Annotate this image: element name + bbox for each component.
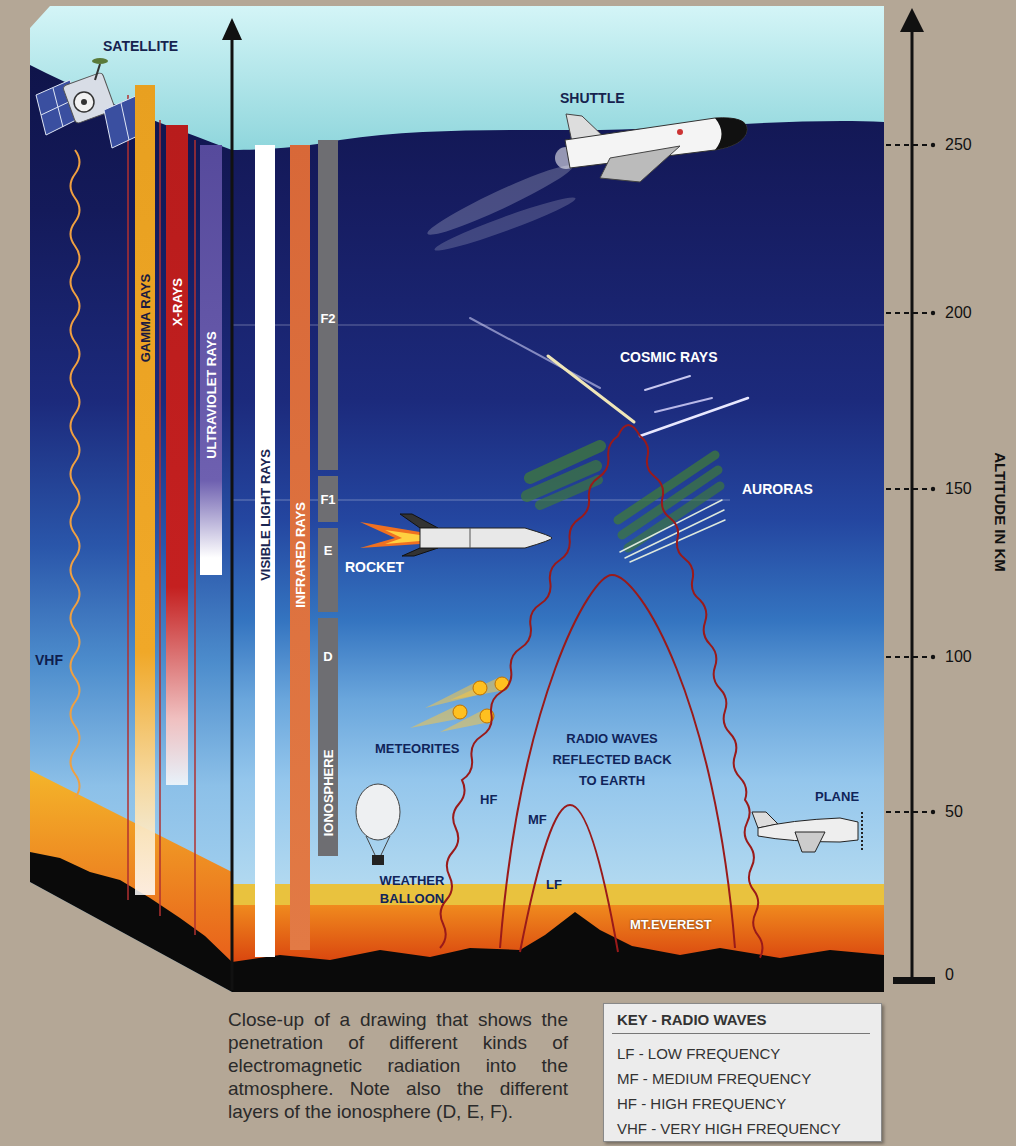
- ionosphere-layer: F1: [318, 476, 338, 522]
- layer-label: IONOSPHERE: [321, 750, 336, 837]
- layer-label: F1: [320, 492, 335, 507]
- object-label: SATELLITE: [103, 38, 178, 54]
- weather-balloon: [356, 784, 400, 865]
- object-label: SHUTTLE: [560, 90, 625, 106]
- ionosphere-layer: E: [318, 528, 338, 612]
- layer-label: F2: [320, 311, 335, 326]
- tick-label: 100: [945, 648, 972, 666]
- band-label: VISIBLE LIGHT RAYS: [258, 449, 273, 581]
- wave-label: MF: [528, 812, 547, 828]
- layer-label: E: [324, 543, 333, 558]
- band-label: GAMMA RAYS: [138, 274, 153, 363]
- legend-divider: [612, 1033, 870, 1034]
- satellite-icon: [36, 58, 146, 148]
- rocket-icon: [360, 514, 552, 556]
- plane-icon: [752, 812, 862, 852]
- layer-label: D: [323, 649, 332, 664]
- radiation-band: VISIBLE LIGHT RAYS: [255, 145, 275, 957]
- object-label: COSMIC RAYS: [620, 349, 718, 365]
- tick-label: 200: [945, 304, 972, 322]
- band-label: ULTRAVIOLET RAYS: [204, 331, 219, 459]
- wave-label: HF: [480, 792, 497, 808]
- object-label: METEORITES: [375, 741, 460, 757]
- object-label: MT.EVEREST: [630, 917, 712, 933]
- wave-label: VHF: [35, 652, 63, 668]
- axis-title: ALTITUDE IN KM: [992, 452, 1008, 572]
- band-label: X-RAYS: [170, 278, 185, 326]
- radiation-band: GAMMA RAYS: [135, 85, 155, 895]
- object-label: AURORAS: [742, 481, 813, 497]
- tick-label: 0: [945, 966, 954, 984]
- radiation-band: X-RAYS: [166, 125, 188, 785]
- legend-entry: LF - LOW FREQUENCY: [617, 1045, 780, 1063]
- ionosphere-layer: F2: [318, 140, 338, 470]
- legend-entry: MF - MEDIUM FREQUENCY: [617, 1070, 811, 1088]
- legend-entry: HF - HIGH FREQUENCY: [617, 1095, 786, 1113]
- aurora-streaks: [527, 446, 725, 562]
- tick-label: 150: [945, 480, 972, 498]
- radiation-band: ULTRAVIOLET RAYS: [200, 145, 222, 575]
- atmosphere-block: [30, 6, 884, 992]
- meteorites: [410, 677, 509, 732]
- object-label: PLANE: [815, 789, 859, 805]
- vhf-wave: [71, 150, 80, 798]
- radio-waves: [440, 425, 762, 958]
- legend-title: KEY - RADIO WAVES: [617, 1012, 766, 1028]
- corner-arrow: [222, 18, 242, 990]
- legend-entry: VHF - VERY HIGH FREQUENCY: [617, 1120, 841, 1138]
- object-label: ROCKET: [345, 559, 404, 575]
- figure-caption: Close-up of a drawing that shows the pen…: [228, 1008, 568, 1123]
- ionosphere-layer: D IONOSPHERE: [318, 618, 338, 856]
- tick-label: 250: [945, 136, 972, 154]
- tick-label: 50: [945, 803, 963, 821]
- altitude-axis: [886, 8, 935, 984]
- radiation-band: INFRARED RAYS: [290, 145, 310, 950]
- band-label: INFRARED RAYS: [293, 502, 308, 608]
- wave-label: LF: [546, 877, 562, 893]
- wave-note: RADIO WAVES REFLECTED BACK TO EARTH: [547, 728, 677, 791]
- shuttle-icon: [424, 114, 747, 256]
- object-label: WEATHER BALLOON: [362, 872, 462, 908]
- cosmic-rays: [470, 318, 748, 436]
